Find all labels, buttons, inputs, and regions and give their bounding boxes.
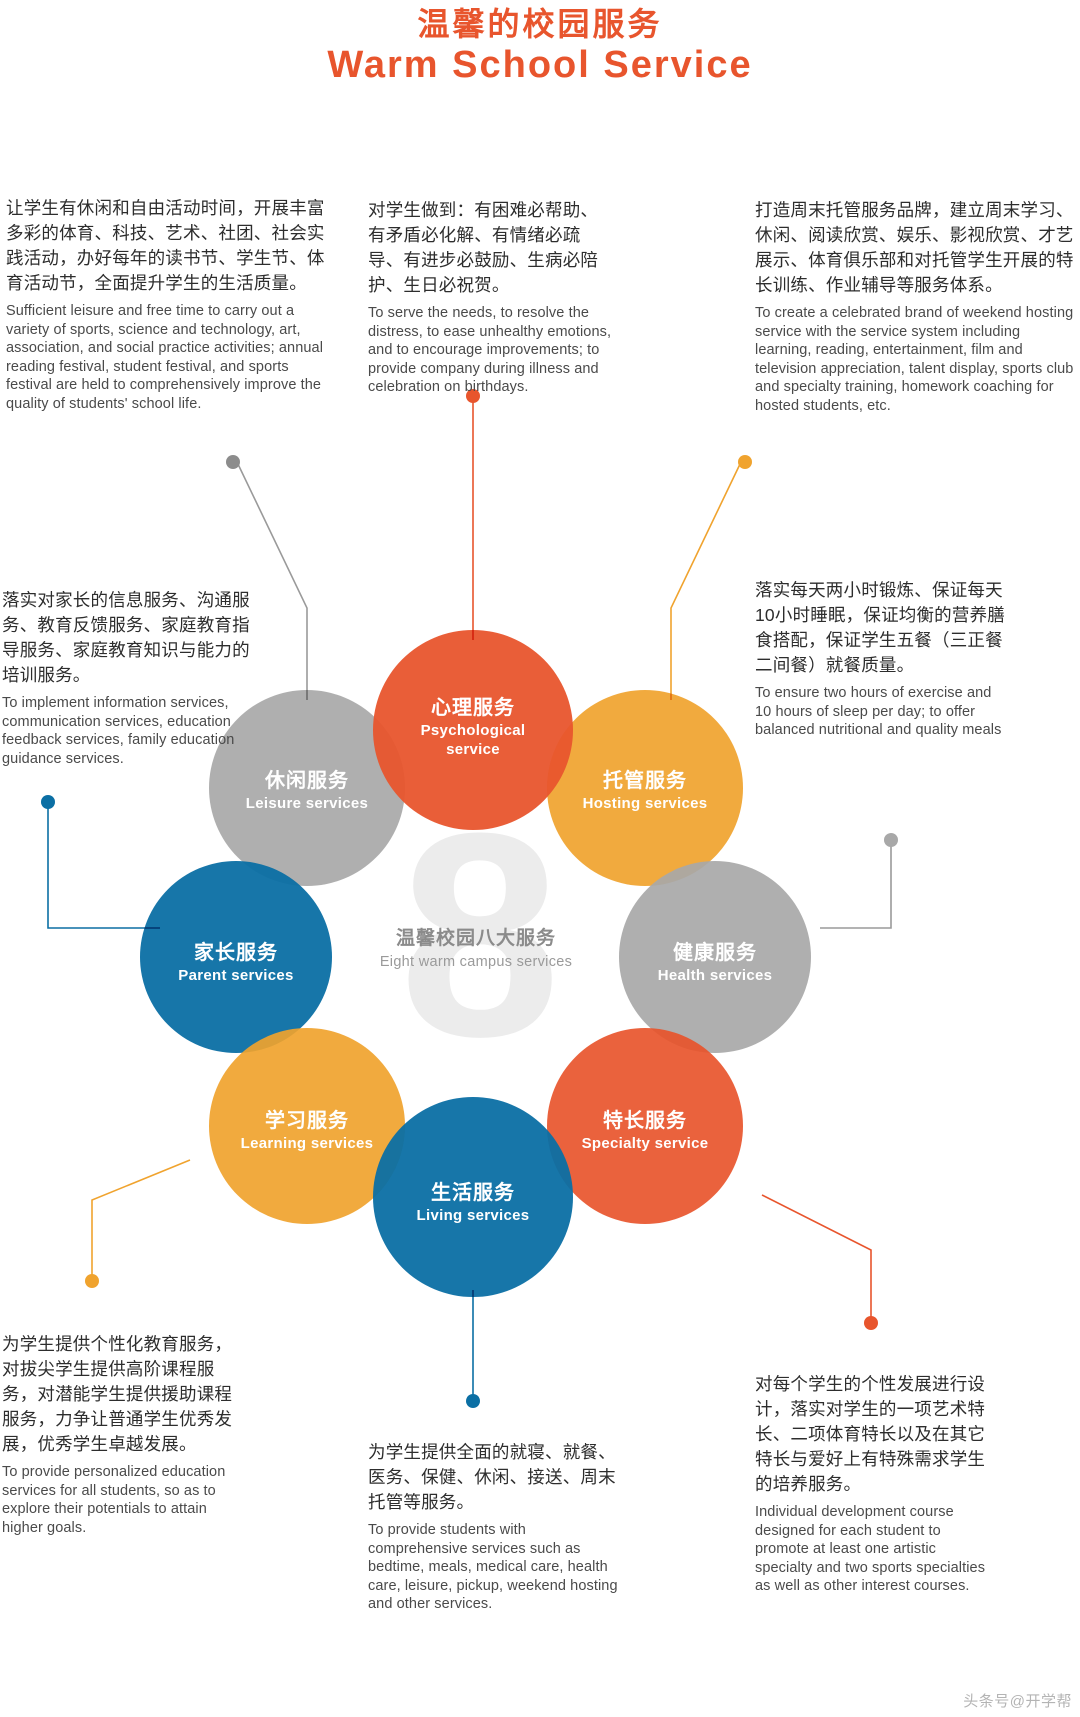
- circle-parent[interactable]: [140, 861, 332, 1053]
- callout-parent-cn: 落实对家长的信息服务、沟通服务、教育反馈服务、家庭教育指导服务、家庭教育知识与能…: [2, 590, 250, 685]
- callout-learning: 为学生提供个性化教育服务，对拔尖学生提供高阶课程服务，对潜能学生提供援助课程服务…: [2, 1332, 238, 1537]
- callout-psychological-en: To serve the needs, to resolve the distr…: [368, 305, 612, 395]
- center-label: 温馨校园八大服务 Eight warm campus services: [316, 926, 636, 972]
- callout-psychological-cn: 对学生做到：有困难必帮助、有矛盾必化解、有情绪必疏导、有进步必鼓励、生病必陪护、…: [368, 200, 599, 295]
- circle-leisure[interactable]: [209, 690, 405, 886]
- connector-living: [466, 1290, 480, 1408]
- callout-specialty: 对每个学生的个性发展进行设计，落实对学生的一项艺术特长、二项体育特长以及在其它特…: [755, 1372, 995, 1596]
- title-english: Warm School Service: [327, 44, 753, 86]
- connector-dot-parent: [41, 795, 55, 809]
- connector-dot-psychological: [466, 389, 480, 403]
- circle-learning[interactable]: [209, 1028, 405, 1224]
- connector-dot-hosting: [738, 455, 752, 469]
- connector-dot-learning: [85, 1274, 99, 1288]
- connector-dot-living: [466, 1394, 480, 1408]
- callout-living-en: To provide students with comprehensive s…: [368, 1522, 618, 1612]
- circle-living[interactable]: [373, 1097, 573, 1297]
- connector-parent: [41, 795, 160, 929]
- callout-health-en: To ensure two hours of exercise and 10 h…: [755, 685, 1002, 738]
- connector-leisure: [226, 455, 308, 700]
- page-title: 温馨的校园服务 Warm School Service: [0, 4, 1080, 88]
- callout-leisure: 让学生有休闲和自由活动时间，开展丰富多彩的体育、科技、艺术、社团、社会实践活动，…: [6, 196, 326, 413]
- connector-hosting: [670, 455, 752, 700]
- connector-psychological: [466, 389, 480, 640]
- center-label-en: Eight warm campus services: [379, 954, 573, 970]
- circle-health[interactable]: [619, 861, 811, 1053]
- connector-dot-specialty: [864, 1316, 878, 1330]
- callout-parent: 落实对家长的信息服务、沟通服务、教育反馈服务、家庭教育指导服务、家庭教育知识与能…: [2, 588, 250, 768]
- callout-learning-en: To provide personalized education servic…: [2, 1464, 226, 1536]
- callout-leisure-cn: 让学生有休闲和自由活动时间，开展丰富多彩的体育、科技、艺术、社团、社会实践活动，…: [6, 198, 325, 293]
- callout-living-cn: 为学生提供全面的就寝、就餐、医务、保健、休闲、接送、周末托管等服务。: [368, 1442, 616, 1512]
- connector-learning: [85, 1159, 191, 1288]
- callout-specialty-cn: 对每个学生的个性发展进行设计，落实对学生的一项艺术特长、二项体育特长以及在其它特…: [755, 1374, 986, 1494]
- callout-hosting-en: To create a celebrated brand of weekend …: [755, 305, 1074, 414]
- circle-hosting[interactable]: [547, 690, 743, 886]
- connector-dot-leisure: [226, 455, 240, 469]
- callout-parent-en: To implement information services, commu…: [2, 695, 235, 767]
- callout-hosting: 打造周末托管服务品牌，建立周末学习、休闲、阅读欣赏、娱乐、影视欣赏、才艺展示、体…: [755, 198, 1075, 415]
- callout-leisure-en: Sufficient leisure and free time to carr…: [6, 303, 324, 412]
- circle-psychological[interactable]: [373, 630, 573, 830]
- callout-learning-cn: 为学生提供个性化教育服务，对拔尖学生提供高阶课程服务，对潜能学生提供援助课程服务…: [2, 1334, 233, 1454]
- connector-health: [820, 833, 898, 929]
- callout-living: 为学生提供全面的就寝、就餐、医务、保健、休闲、接送、周末托管等服务。 To pr…: [368, 1440, 618, 1614]
- callout-specialty-en: Individual development course designed f…: [755, 1504, 986, 1594]
- callout-hosting-cn: 打造周末托管服务品牌，建立周末学习、休闲、阅读欣赏、娱乐、影视欣赏、才艺展示、体…: [755, 200, 1074, 295]
- circle-specialty[interactable]: [547, 1028, 743, 1224]
- callout-health: 落实每天两小时锻炼、保证每天10小时睡眠，保证均衡的营养膳食搭配，保证学生五餐（…: [755, 578, 1005, 740]
- connector-dot-health: [884, 833, 898, 847]
- connector-specialty: [761, 1194, 878, 1330]
- callout-health-cn: 落实每天两小时锻炼、保证每天10小时睡眠，保证均衡的营养膳食搭配，保证学生五餐（…: [755, 580, 1005, 675]
- center-label-cn: 温馨校园八大服务: [395, 928, 556, 949]
- title-chinese: 温馨的校园服务: [417, 6, 663, 42]
- callout-psychological: 对学生做到：有困难必帮助、有矛盾必化解、有情绪必疏导、有进步必鼓励、生病必陪护、…: [368, 198, 614, 397]
- watermark: 头条号@开学帮: [963, 1693, 1072, 1710]
